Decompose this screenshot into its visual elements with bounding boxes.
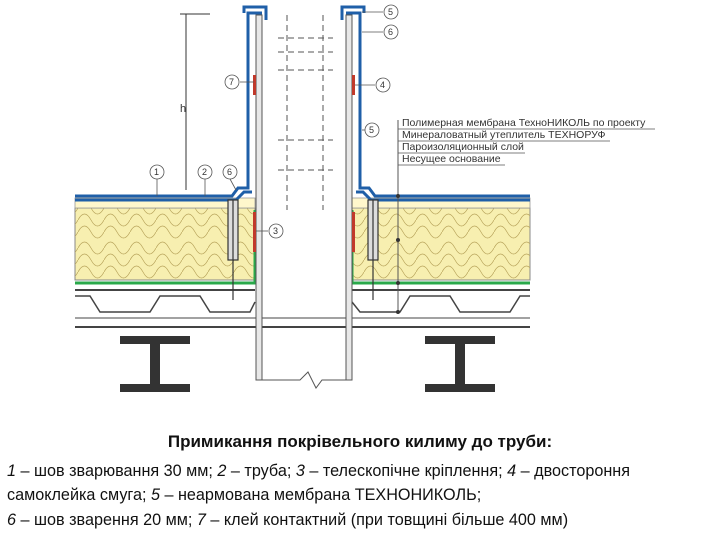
svg-text:6: 6 [227,167,232,177]
pipe-hidden-outline [278,15,333,210]
caption-line-2: самоклейка смуга; 5 – неармована мембран… [7,486,481,505]
legend: Полимерная мембрана ТехноНИКОЛЬ по проек… [398,117,655,166]
roof-pipe-junction-diagram: h Полимерная мембрана ТехноНИКОЛЬ по про… [74,4,655,392]
callout-7: 7 [224,74,254,90]
callouts: 5 6 7 4 5 1 2 [149,4,399,239]
svg-text:6: 6 [388,27,393,37]
telescopic-fasteners [227,199,379,300]
caption-item-text: самоклейка смуга; [7,486,151,504]
steel-i-beam-right [425,336,495,392]
caption-title: Примикання покрівельного килиму до труби… [167,432,553,451]
legend-leader [396,120,400,314]
caption-item-number: 6 [7,511,17,529]
caption-line-3: 6 – шов зварення 20 мм; 7 – клей контакт… [7,511,568,530]
svg-text:4: 4 [380,80,385,90]
caption-item-text: – труба; [226,462,296,480]
callout-6-bottom: 6 [222,164,238,191]
load-bearing-deck [75,289,530,328]
svg-text:7: 7 [229,77,234,87]
legend-insulation: Минераловатный утеплитель ТЕХНОРУФ [402,129,605,141]
caption-item-text: – шов зварення 20 мм; [16,511,197,529]
insulation-layer [74,197,531,281]
svg-text:5: 5 [388,7,393,17]
caption-item-text: – двостороння [516,462,630,480]
callout-6-top: 6 [362,24,399,40]
svg-text:2: 2 [202,167,207,177]
callout-1: 1 [149,164,165,196]
dimension-h: h [180,13,210,190]
svg-text:3: 3 [273,226,278,236]
callout-5-top: 5 [362,4,399,20]
legend-vapor-barrier: Пароизоляционный слой [402,141,524,153]
caption-item-text: – телескопічне кріплення; [304,462,508,480]
caption-item-number: 7 [196,511,206,529]
svg-text:1: 1 [154,167,159,177]
callout-5-side: 5 [362,122,380,138]
caption-item-text: – клей контактний (при товщині більше 40… [205,511,569,529]
caption-item-number: 4 [507,462,517,480]
caption-item-number: 5 [150,486,160,504]
pipe-walls [255,14,353,389]
legend-membrane: Полимерная мембрана ТехноНИКОЛЬ по проек… [402,117,646,129]
svg-text:5: 5 [369,125,374,135]
adhesive-strips [253,75,355,252]
caption-item-text: – неармована мембрана ТЕХНОНИКОЛЬ; [159,486,482,504]
callout-2: 2 [197,164,213,196]
dimension-label: h [180,103,186,115]
callout-3: 3 [256,223,284,239]
membrane [75,5,530,202]
caption-item-number: 1 [7,462,17,480]
caption-item-number: 3 [295,462,305,480]
callout-4: 4 [355,77,391,93]
legend-deck: Несущее основание [402,153,501,165]
caption-line-1: 1 – шов зварювання 30 мм; 2 – труба; 3 –… [7,462,630,481]
steel-i-beam-left [120,336,190,392]
caption-item-text: – шов зварювання 30 мм; [16,462,218,480]
caption-item-number: 2 [217,462,227,480]
